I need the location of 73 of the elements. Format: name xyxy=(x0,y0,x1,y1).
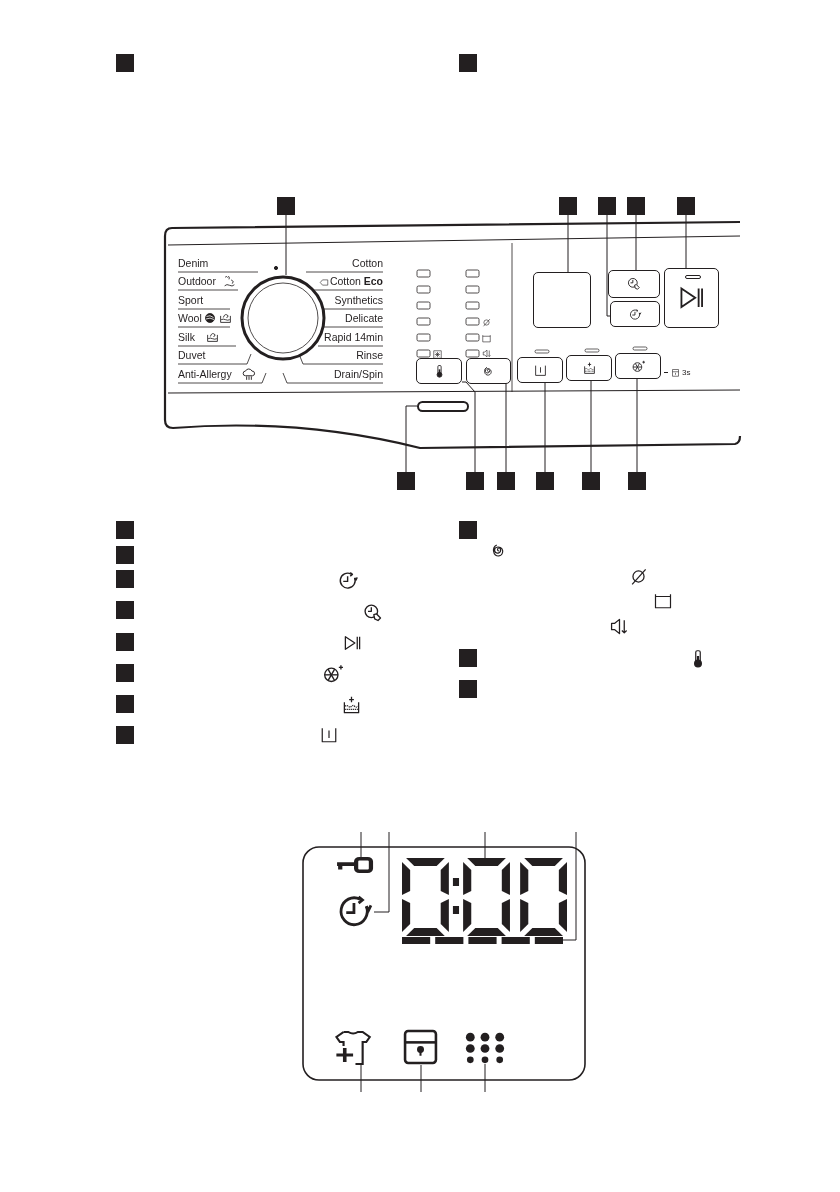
detergent-drawer-handle xyxy=(417,401,469,412)
programme-label: Silk xyxy=(178,331,195,344)
callout-square xyxy=(677,197,695,215)
programme-label: Delicate xyxy=(345,312,383,325)
callout-square xyxy=(627,197,645,215)
callout-square xyxy=(116,695,134,713)
callout-square xyxy=(116,633,134,651)
leader-line xyxy=(685,214,687,269)
steam-button xyxy=(615,353,661,379)
callout-square xyxy=(116,521,134,539)
callout-square xyxy=(459,54,477,72)
programme-label: Cotton xyxy=(352,257,383,270)
leader-line xyxy=(285,214,287,276)
callout-square xyxy=(628,472,646,490)
leader-line xyxy=(360,831,362,858)
callout-square xyxy=(116,546,134,564)
callout-square xyxy=(582,472,600,490)
programme-label: Drain/Spin xyxy=(333,368,383,381)
leader-line xyxy=(484,831,486,859)
callout-square xyxy=(536,472,554,490)
display-window xyxy=(533,272,591,328)
add-garment-icon xyxy=(334,1029,371,1065)
callout-square xyxy=(397,472,415,490)
programme-label: Synthetics xyxy=(334,294,383,307)
leader-line xyxy=(405,405,418,473)
leader-line xyxy=(461,381,476,473)
progress-bars-drawing xyxy=(402,937,563,944)
callout-square xyxy=(598,197,616,215)
programme-label: Wool xyxy=(178,312,202,325)
leader-line xyxy=(567,214,569,273)
leader-line xyxy=(562,831,577,941)
programme-label: Cotton Eco xyxy=(329,275,383,288)
stain-level-icon xyxy=(464,1032,506,1064)
leader-line xyxy=(484,1063,486,1093)
programme-label: Anti-Allergy xyxy=(178,368,232,381)
callout-square xyxy=(497,472,515,490)
programme-dial xyxy=(240,275,326,361)
callout-square xyxy=(466,472,484,490)
callout-square xyxy=(459,649,477,667)
time-manager-button xyxy=(608,270,660,298)
time-digits-drawing xyxy=(402,858,567,936)
leader-line xyxy=(420,1064,422,1093)
callout-square xyxy=(459,521,477,539)
prewash-button xyxy=(517,357,563,383)
callout-square xyxy=(116,726,134,744)
callout-square xyxy=(116,601,134,619)
leader-line xyxy=(373,831,390,913)
programme-label: Rinse xyxy=(356,349,383,362)
extra-rinse-button xyxy=(566,355,612,381)
leader-line xyxy=(606,214,611,317)
hold-time-label: 3s xyxy=(682,367,691,379)
leader-line xyxy=(636,378,638,473)
callout-square xyxy=(559,197,577,215)
callout-square xyxy=(459,680,477,698)
delay-start-button xyxy=(610,301,660,327)
leader-line xyxy=(544,382,546,473)
programme-label: Sport xyxy=(178,294,204,307)
leader-line xyxy=(590,380,592,473)
key-icon xyxy=(336,857,372,873)
programme-label: Duvet xyxy=(178,349,206,362)
start-pause-button xyxy=(664,268,719,328)
callout-square xyxy=(116,570,134,588)
callout-square xyxy=(116,54,134,72)
temperature-button xyxy=(416,358,462,384)
programme-label: Outdoor xyxy=(178,275,216,288)
leader-line xyxy=(505,383,507,473)
programme-label: Denim xyxy=(178,257,209,270)
callout-square xyxy=(116,664,134,682)
spin-button xyxy=(466,358,511,384)
callout-square xyxy=(277,197,295,215)
leader-line xyxy=(360,1064,362,1093)
door-lock-icon xyxy=(403,1029,438,1065)
leader-line xyxy=(635,214,637,271)
